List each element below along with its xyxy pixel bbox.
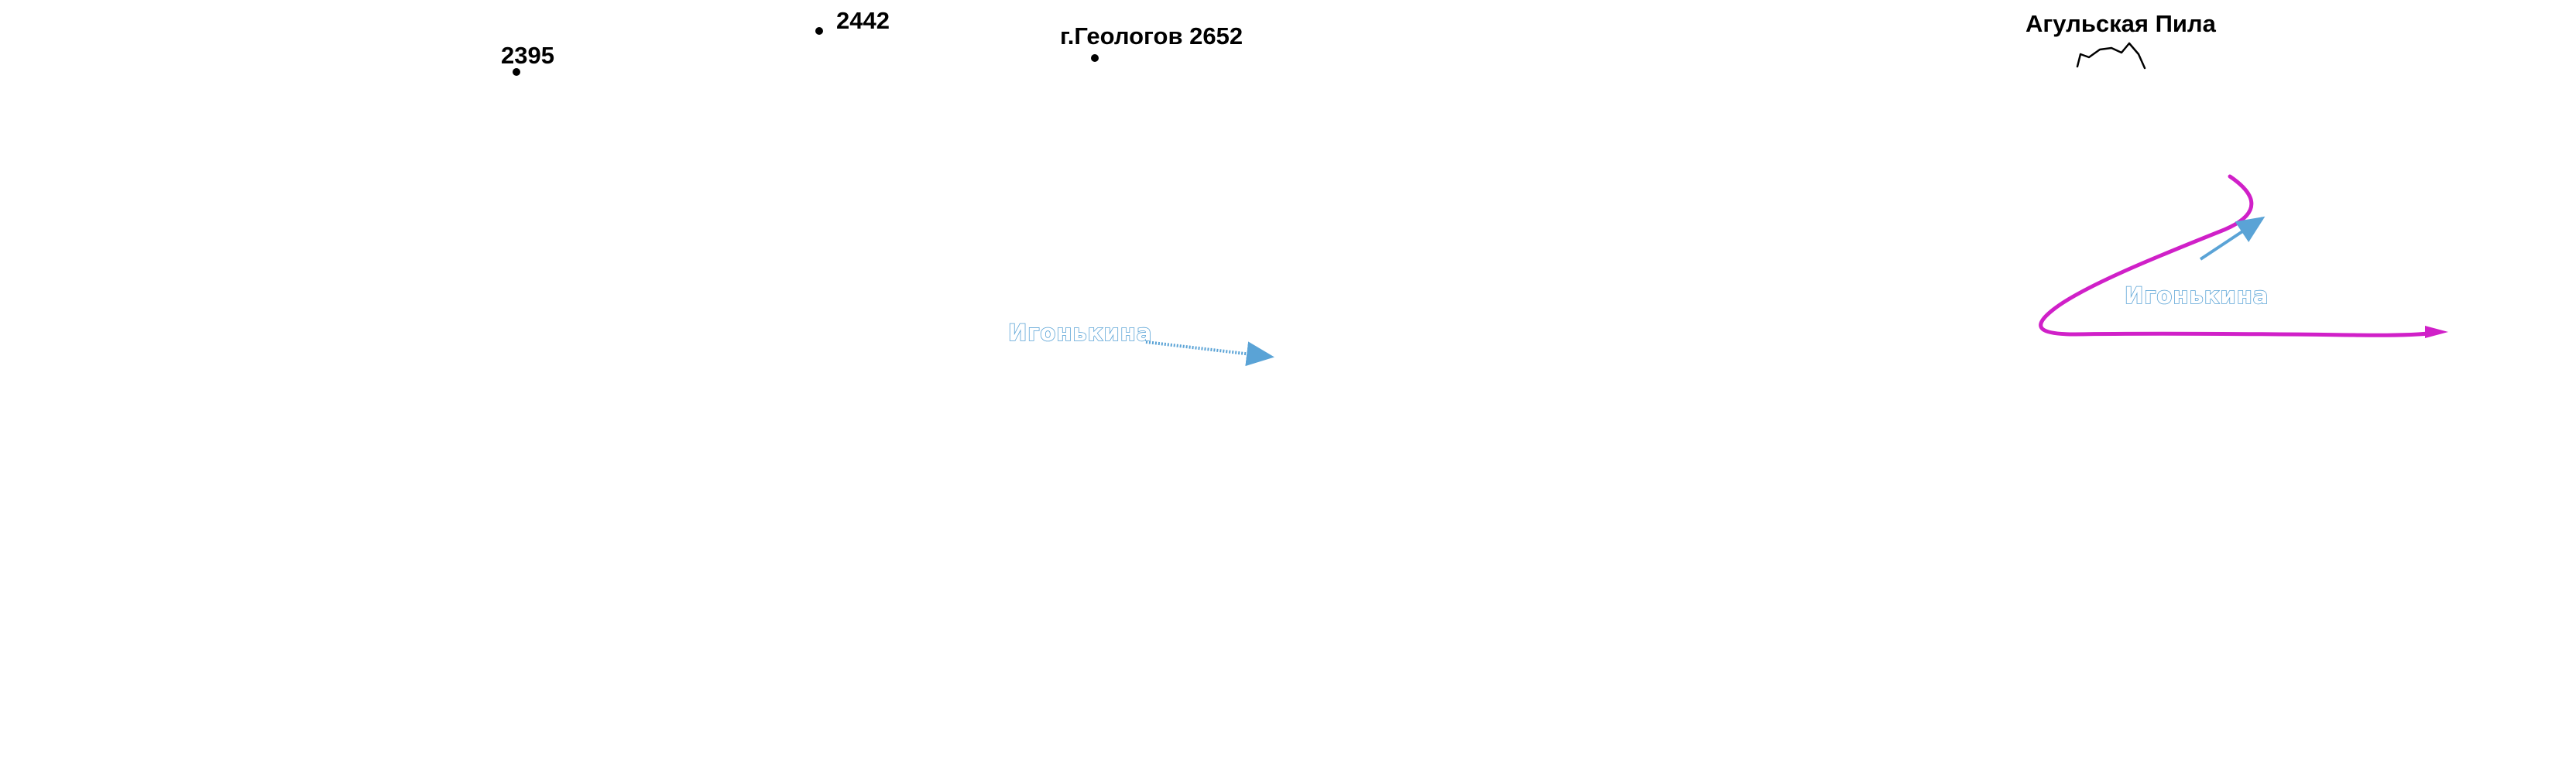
- arrowhead-icon: [2425, 326, 2448, 338]
- river-label: Игонькина: [1008, 320, 1152, 346]
- route-track: [2039, 174, 2448, 338]
- dot-icon: [1091, 54, 1099, 62]
- peak-2395: 2395: [501, 42, 554, 76]
- peak-2442: 2442: [815, 7, 890, 35]
- ridge-icon: [2076, 42, 2146, 70]
- arrow-icon: [1145, 340, 1274, 367]
- arrow-icon: [2199, 216, 2266, 261]
- peak-label: г.Геологов 2652: [1060, 22, 1243, 50]
- peak-label: 2442: [836, 7, 890, 34]
- ridge-agulskaya: Агульская Пила: [2025, 10, 2217, 70]
- ridge-label: Агульская Пила: [2025, 10, 2217, 37]
- peak-label: 2395: [501, 42, 554, 69]
- dot-icon: [815, 27, 823, 35]
- route-line: [2039, 174, 2438, 337]
- dot-icon: [513, 68, 520, 76]
- river-igonkina-2: Игонькина: [2124, 216, 2269, 310]
- river-label: Игонькина: [2125, 282, 2269, 309]
- peak-geologov: г.Геологов 2652: [1060, 22, 1243, 62]
- river-igonkina-1: Игонькина: [1007, 319, 1274, 367]
